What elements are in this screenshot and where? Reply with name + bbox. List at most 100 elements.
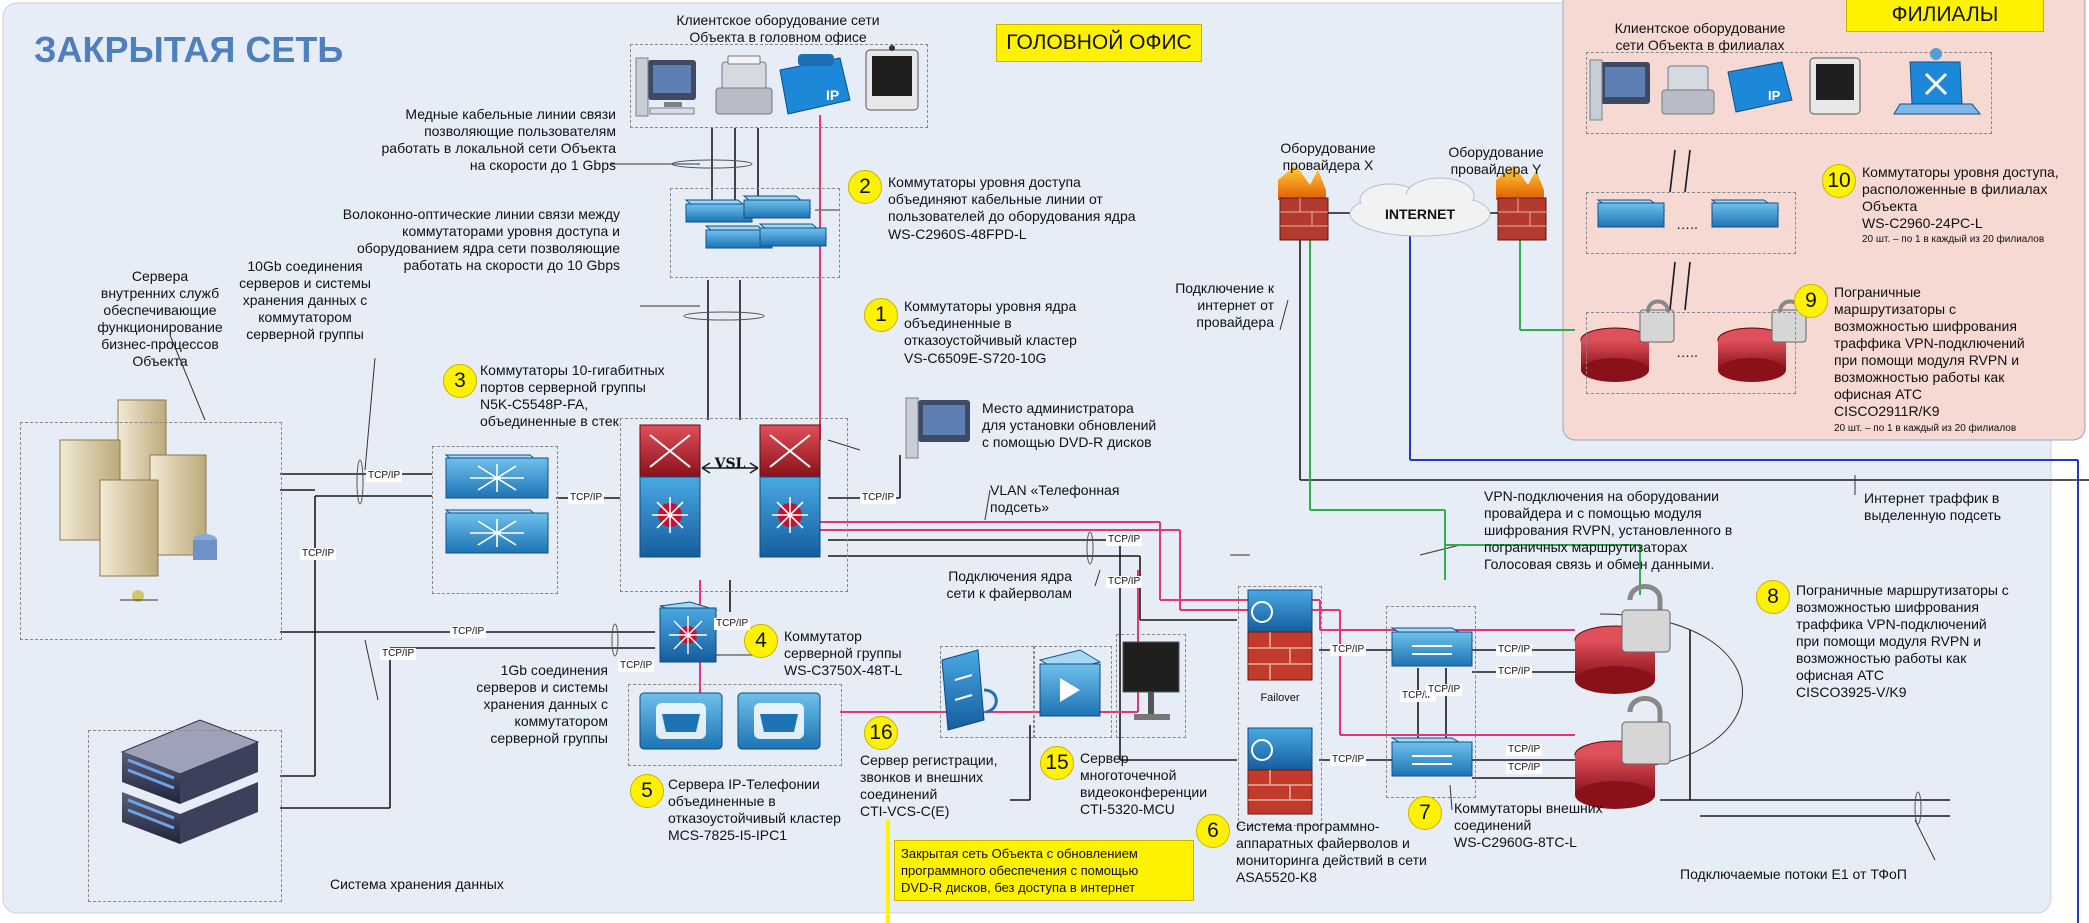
storage-array-icon: [120, 719, 260, 844]
server-group-switch-title: Коммутатор серверной группы: [784, 628, 902, 661]
registration-server-icon: [941, 649, 998, 731]
tcpip-tag: TCP/IP: [860, 492, 897, 504]
storage-frame: [88, 730, 282, 902]
svg-text:IP: IP: [1768, 88, 1781, 103]
tcpip-tag: TCP/IP: [714, 618, 751, 630]
video-terminal-icon: [1122, 641, 1180, 720]
vlan-phone-label: VLAN «Телефонная подсеть»: [990, 482, 1120, 515]
tcpip-tag: TCP/IP: [1506, 744, 1543, 756]
server-10g-switches-title: Коммутаторы 10-гигабитных портов серверн…: [480, 362, 665, 429]
core-to-firewalls-label: Подключения ядра сети к файерволам: [946, 568, 1073, 601]
branch-client-frame: [1586, 52, 1992, 134]
tcpip-tag: TCP/IP: [1506, 762, 1543, 774]
ip-phone-icon: IP: [1727, 61, 1793, 113]
workstation-icon: [635, 57, 696, 117]
badge-1: 1: [864, 298, 898, 332]
workstation-icon: [1589, 59, 1650, 121]
video-terminal-icon: [1809, 57, 1861, 115]
server-group-switch-model: WS-C3750X-48T-L: [784, 662, 903, 678]
svg-text:IP: IP: [826, 87, 839, 103]
router-lock-icon: [1574, 584, 1671, 809]
badge-3: 3: [443, 364, 477, 398]
internal-servers-label: Сервера внутренних служб обеспечивающие …: [97, 268, 223, 369]
ip-telephony-model: MCS-7825-I5-IPC1: [668, 827, 788, 843]
tcpip-tag: TCP/IP: [568, 492, 605, 504]
failover-label: Failover: [1260, 692, 1300, 704]
vpn-connections-label: VPN-подключения на оборудовании провайде…: [1484, 488, 1733, 572]
branch-switches-frame: [1586, 192, 1796, 254]
printer-icon: [715, 55, 773, 115]
firewall-icon: [1247, 589, 1313, 815]
printer-icon: [1661, 65, 1715, 115]
video-conference-server-icon: [1038, 649, 1102, 717]
core-switch-icon: [639, 424, 821, 558]
firewalls-model: ASA5520-K8: [1236, 869, 1317, 885]
video-server-model: CTI-5320-MCU: [1080, 801, 1175, 817]
registration-server-title: Сервер регистрации, звонков и внешних со…: [860, 752, 998, 802]
badge-15: 15: [1040, 746, 1074, 780]
ip-telephony-frame: [628, 684, 842, 766]
branch-switch-dots: …..: [1676, 216, 1698, 232]
admin-station-label: Место администратора для установки обнов…: [982, 400, 1157, 450]
head-office-label: ГОЛОВНОЙ ОФИС: [996, 24, 1202, 62]
border-routers-branch-model: CISCO2911R/K9: [1834, 403, 1940, 419]
layer3-switch-icon: [444, 454, 550, 554]
branches-label: ФИЛИАЛЫ: [1846, 0, 2044, 32]
tcpip-tag: TCP/IP: [1330, 754, 1367, 766]
tcpip-tag: TCP/IP: [1496, 666, 1533, 678]
tcpip-tag: TCP/IP: [1496, 644, 1533, 656]
e1-streams-label: Подключаемые потоки Е1 от ТФоП: [1680, 866, 1907, 882]
tcpip-tag: TCP/IP: [618, 660, 655, 672]
access-switches-frame: [670, 188, 840, 278]
vsl-label: VSL: [714, 456, 746, 472]
internet-cloud-label: INTERNET: [1385, 206, 1455, 222]
server-switches-frame: [432, 446, 558, 594]
badge-5: 5: [630, 774, 664, 808]
ip-telephony-server-icon: [639, 692, 821, 750]
firewalls-frame: [1238, 586, 1322, 826]
branch-access-switches-model: WS-C2960-24PC-L: [1862, 215, 1983, 231]
tcpip-tag: TCP/IP: [1330, 644, 1367, 656]
branch-router-dots: …..: [1676, 344, 1698, 360]
internet-cloud-icon: [1349, 177, 1491, 237]
ip-phone-icon: IP: [779, 54, 851, 115]
border-routers-head-title: Пограничные маршрутизаторы с возможность…: [1796, 582, 2009, 683]
video-server-frame: [1034, 646, 1112, 738]
fiber-lines-label: Волоконно-оптические линии связи между к…: [342, 206, 620, 273]
tcpip-tag: TCP/IP: [450, 626, 487, 638]
external-switches-frame: [1386, 606, 1476, 798]
laptop-icon: [1893, 48, 1982, 115]
border-routers-branch-note: 20 шт. – по 1 в каждый из 20 филиалов: [1834, 423, 2017, 434]
badge-16: 16: [864, 716, 898, 750]
workstation-icon: [905, 397, 970, 459]
registration-server-frame: [940, 646, 1034, 738]
external-switches-model: WS-C2960G-8TC-L: [1454, 834, 1577, 850]
tcpip-tag: TCP/IP: [366, 470, 403, 482]
access-switch-icon: [1596, 199, 1780, 228]
server-tower-icon: [59, 399, 217, 602]
branch-routers-frame: [1586, 312, 1796, 394]
ip-telephony-title: Сервера IP-Телефонии объединенные в отка…: [668, 776, 841, 826]
badge-10: 10: [1822, 164, 1856, 198]
servers-frame: [20, 422, 282, 640]
badge-7: 7: [1408, 796, 1442, 830]
storage-system-label: Система хранения данных: [330, 876, 504, 892]
badge-9: 9: [1794, 284, 1828, 318]
client-branches-label: Клиентское оборудование сети Объекта в ф…: [1614, 20, 1786, 53]
router-lock-icon: [1580, 299, 1807, 382]
branch-access-switches-title: Коммутаторы уровня доступа, расположенны…: [1862, 164, 2059, 214]
video-terminal-icon: [865, 45, 919, 111]
tcpip-tag: TCP/IP: [1426, 684, 1463, 696]
badge-6: 6: [1196, 814, 1230, 848]
branch-access-switches-note: 20 шт. – по 1 в каждый из 20 филиалов: [1862, 234, 2045, 245]
access-switch-icon: [1390, 627, 1474, 777]
provider-firewall-icon: [1278, 165, 1547, 241]
access-switches-model: WS-C2960S-48FPD-L: [888, 226, 1027, 242]
layer3-switch-icon: [659, 601, 718, 663]
badge-8: 8: [1756, 580, 1790, 614]
border-routers-head-model: CISCO3925-V/K9: [1796, 684, 1907, 700]
internet-from-provider-label: Подключение к интернет от провайдера: [1175, 280, 1274, 330]
tcpip-tag: TCP/IP: [380, 648, 417, 660]
badge-2: 2: [848, 170, 882, 204]
